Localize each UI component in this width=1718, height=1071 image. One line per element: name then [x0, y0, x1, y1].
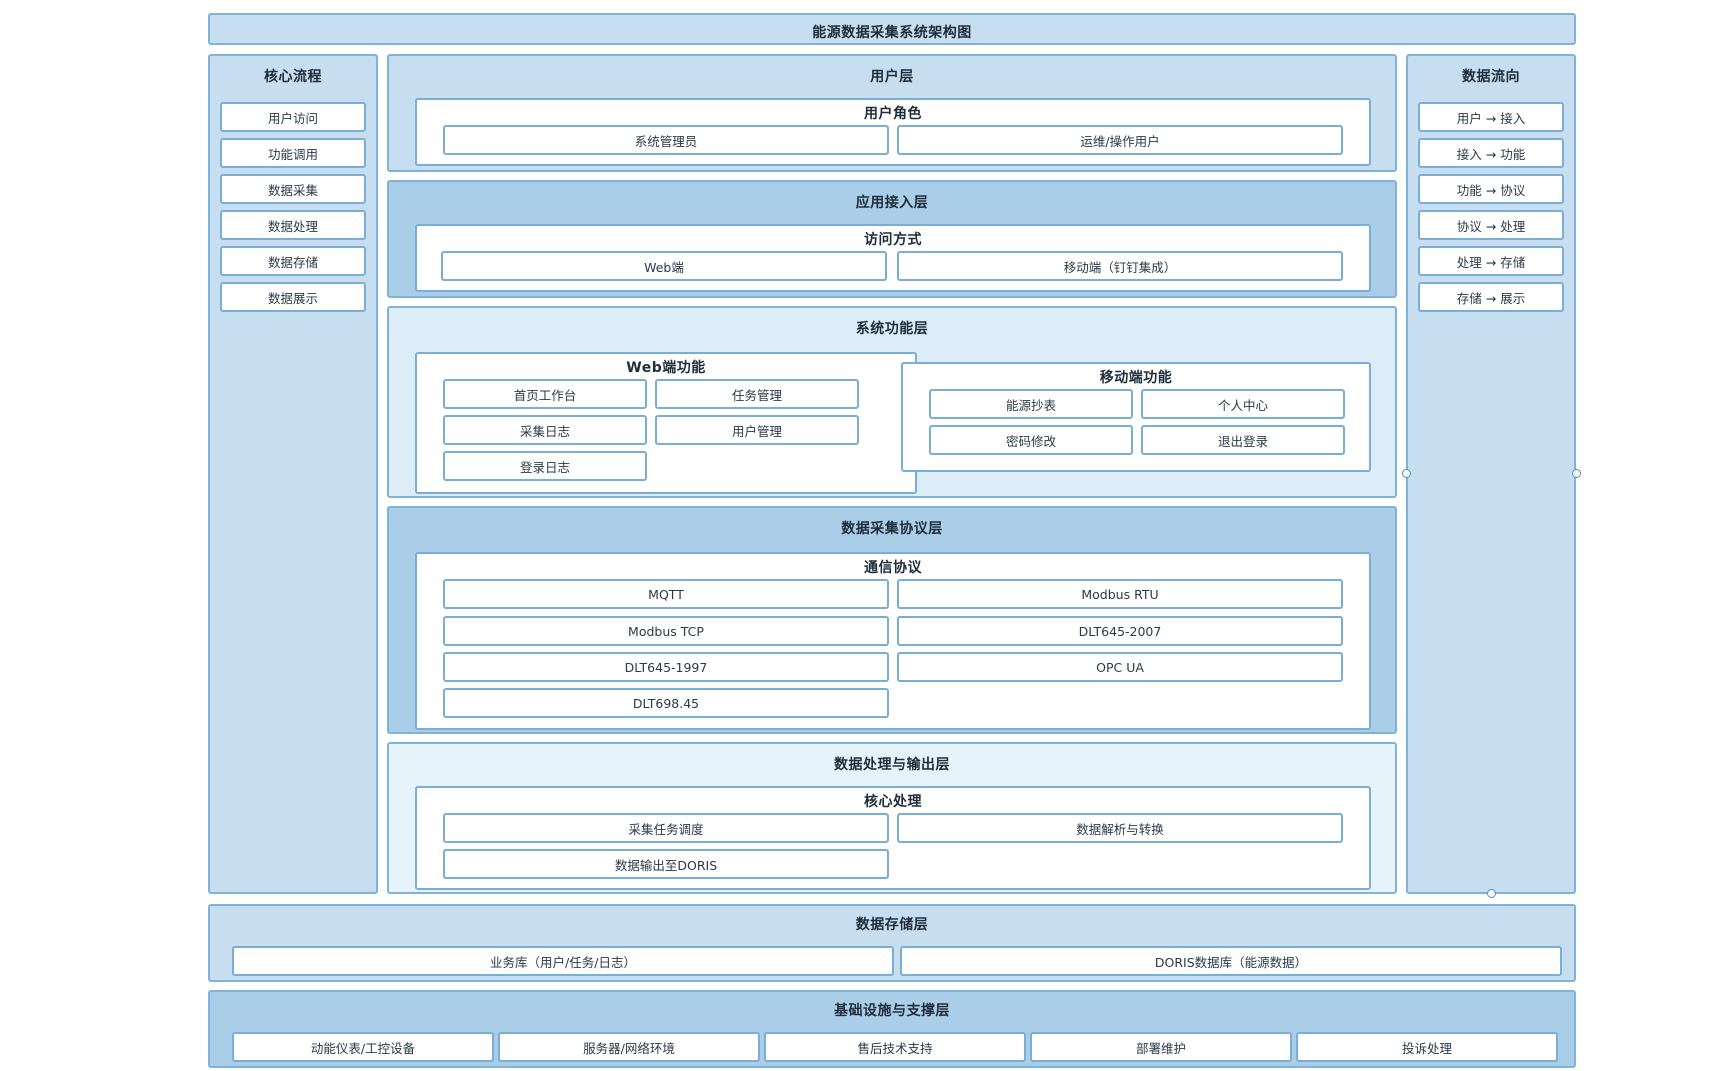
core-flow-panel: 核心流程 用户访问 功能调用 数据采集 数据处理 数据存储 数据展示 [208, 54, 378, 894]
user-layer: 用户层 用户角色 系统管理员 运维/操作用户 [387, 54, 1397, 172]
access-layer-title: 应用接入层 [855, 195, 929, 211]
web-functions-title: Web端功能 [626, 360, 706, 376]
protocol-item[interactable]: MQTT [443, 579, 889, 609]
protocol-item[interactable]: Modbus RTU [897, 579, 1343, 609]
web-function-item[interactable]: 采集日志 [443, 415, 647, 445]
data-flow-item[interactable]: 用户 → 接入 [1418, 102, 1564, 132]
protocol-item[interactable]: DLT645-1997 [443, 652, 889, 682]
data-flow-item[interactable]: 存储 → 展示 [1418, 282, 1564, 312]
core-flow-item[interactable]: 数据存储 [220, 246, 366, 276]
infra-item[interactable]: 投诉处理 [1296, 1032, 1558, 1062]
function-layer-title: 系统功能层 [855, 321, 929, 337]
role-operator[interactable]: 运维/操作用户 [897, 125, 1343, 155]
web-function-item[interactable]: 任务管理 [655, 379, 859, 409]
core-processing-group: 核心处理 采集任务调度 数据解析与转换 数据输出至DORIS [415, 786, 1371, 890]
protocol-item[interactable]: DLT645-2007 [897, 616, 1343, 646]
access-methods-group: 访问方式 Web端 移动端（钉钉集成） [415, 224, 1371, 292]
infra-item[interactable]: 部署维护 [1030, 1032, 1292, 1062]
web-function-item[interactable]: 用户管理 [655, 415, 859, 445]
core-flow-item[interactable]: 功能调用 [220, 138, 366, 168]
data-flow-item[interactable]: 处理 → 存储 [1418, 246, 1564, 276]
resize-handle-bottom[interactable] [1487, 889, 1496, 898]
mobile-function-item[interactable]: 个人中心 [1141, 389, 1345, 419]
resize-handle-left[interactable] [1402, 469, 1411, 478]
data-flow-title: 数据流向 [1462, 69, 1520, 85]
access-layer: 应用接入层 访问方式 Web端 移动端（钉钉集成） [387, 180, 1397, 298]
diagram-title-bar: 能源数据采集系统架构图 [208, 13, 1576, 45]
access-web[interactable]: Web端 [441, 251, 887, 281]
mobile-function-item[interactable]: 退出登录 [1141, 425, 1345, 455]
processing-layer-title: 数据处理与输出层 [834, 757, 950, 773]
core-flow-item[interactable]: 数据展示 [220, 282, 366, 312]
infra-item[interactable]: 动能仪表/工控设备 [232, 1032, 494, 1062]
data-flow-item[interactable]: 协议 → 处理 [1418, 210, 1564, 240]
user-layer-title: 用户层 [870, 69, 914, 85]
user-roles-group: 用户角色 系统管理员 运维/操作用户 [415, 98, 1371, 166]
infra-layer: 基础设施与支撑层 动能仪表/工控设备 服务器/网络环境 售后技术支持 部署维护 … [208, 990, 1576, 1068]
access-methods-title: 访问方式 [864, 232, 922, 248]
function-layer: 系统功能层 Web端功能 首页工作台 任务管理 采集日志 用户管理 登录日志 移… [387, 306, 1397, 498]
core-flow-title: 核心流程 [264, 69, 322, 85]
protocol-item[interactable]: DLT698.45 [443, 688, 889, 718]
core-flow-item[interactable]: 数据采集 [220, 174, 366, 204]
infra-layer-title: 基础设施与支撑层 [834, 1003, 950, 1019]
storage-item[interactable]: DORIS数据库（能源数据） [900, 946, 1562, 976]
storage-item[interactable]: 业务库（用户/任务/日志） [232, 946, 894, 976]
protocol-item[interactable]: OPC UA [897, 652, 1343, 682]
protocol-item[interactable]: Modbus TCP [443, 616, 889, 646]
web-function-item[interactable]: 首页工作台 [443, 379, 647, 409]
access-mobile[interactable]: 移动端（钉钉集成） [897, 251, 1343, 281]
protocols-group: 通信协议 MQTT Modbus RTU Modbus TCP DLT645-2… [415, 552, 1371, 730]
web-function-item[interactable]: 登录日志 [443, 451, 647, 481]
core-flow-item[interactable]: 用户访问 [220, 102, 366, 132]
user-roles-title: 用户角色 [864, 106, 922, 122]
role-admin[interactable]: 系统管理员 [443, 125, 889, 155]
protocols-title: 通信协议 [864, 560, 922, 576]
data-flow-item[interactable]: 接入 → 功能 [1418, 138, 1564, 168]
processing-item[interactable]: 采集任务调度 [443, 813, 889, 843]
processing-item[interactable]: 数据解析与转换 [897, 813, 1343, 843]
core-processing-title: 核心处理 [864, 794, 922, 810]
mobile-function-item[interactable]: 能源抄表 [929, 389, 1133, 419]
diagram-title: 能源数据采集系统架构图 [812, 25, 972, 41]
processing-item[interactable]: 数据输出至DORIS [443, 849, 889, 879]
mobile-functions-group: 移动端功能 能源抄表 个人中心 密码修改 退出登录 [901, 362, 1371, 472]
storage-layer: 数据存储层 业务库（用户/任务/日志） DORIS数据库（能源数据） [208, 904, 1576, 982]
mobile-function-item[interactable]: 密码修改 [929, 425, 1133, 455]
protocol-layer-title: 数据采集协议层 [841, 521, 943, 537]
data-flow-item[interactable]: 功能 → 协议 [1418, 174, 1564, 204]
mobile-functions-title: 移动端功能 [1099, 370, 1173, 386]
storage-layer-title: 数据存储层 [855, 917, 929, 933]
data-flow-panel: 数据流向 用户 → 接入 接入 → 功能 功能 → 协议 协议 → 处理 处理 … [1406, 54, 1576, 894]
processing-layer: 数据处理与输出层 核心处理 采集任务调度 数据解析与转换 数据输出至DORIS [387, 742, 1397, 894]
infra-item[interactable]: 售后技术支持 [764, 1032, 1026, 1062]
infra-item[interactable]: 服务器/网络环境 [498, 1032, 760, 1062]
protocol-layer: 数据采集协议层 通信协议 MQTT Modbus RTU Modbus TCP … [387, 506, 1397, 734]
resize-handle-right[interactable] [1572, 469, 1581, 478]
core-flow-item[interactable]: 数据处理 [220, 210, 366, 240]
web-functions-group: Web端功能 首页工作台 任务管理 采集日志 用户管理 登录日志 [415, 352, 917, 494]
